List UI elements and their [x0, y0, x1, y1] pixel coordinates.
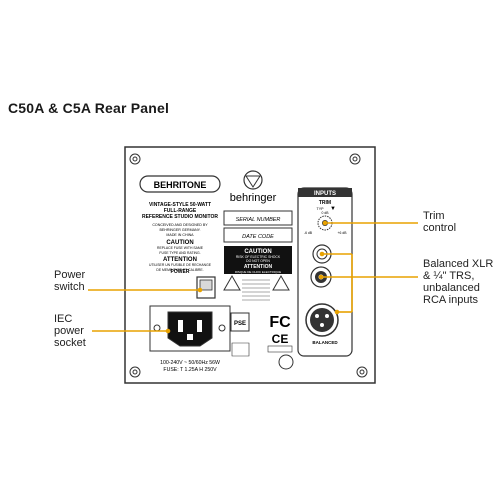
callout-lines: [88, 220, 418, 334]
xlr-pin: [315, 314, 319, 318]
attention-center-heading: ATTENTION: [244, 264, 273, 270]
logo-text: behringer: [230, 192, 277, 204]
inputs-label: INPUTS: [314, 191, 336, 197]
model-line-1: VINTAGE-STYLE 50-WATT: [149, 202, 211, 208]
caution-center-heading: CAUTION: [244, 249, 271, 255]
power-label: POWER: [171, 269, 190, 275]
power-callout-line-2: switch: [54, 281, 85, 293]
balanced-label: BALANCED: [312, 340, 338, 345]
trim-callout: Trim control: [423, 210, 456, 234]
model-line-3: REFERENCE STUDIO MONITOR: [142, 214, 218, 220]
brand-badge-text: BEHRITONE: [154, 180, 207, 190]
power-callout-line-1: Power: [54, 269, 86, 281]
trim-callout-line-1: Trim: [423, 210, 445, 222]
warning-icon: [223, 274, 241, 291]
iec-callout-line-3: socket: [54, 337, 86, 349]
iec-callout-line-2: power: [54, 325, 84, 337]
model-line-2: FULL-RANGE: [164, 208, 197, 214]
xlr-pin: [325, 314, 329, 318]
iec-pin: [187, 334, 193, 340]
attention-left-text-1: UTILISER UN FUSIBLE DE RECHANGE: [149, 263, 212, 267]
designed-line-3: MADE IN CHINA: [166, 233, 194, 237]
inputs-callout: Balanced XLR & ¼" TRS, unbalanced RCA in…: [423, 258, 493, 306]
xlr-pin: [320, 323, 324, 327]
iec-socket: [167, 311, 213, 347]
voltage-line: 100-240V ~ 50/60Hz 56W: [160, 360, 220, 366]
behringer-logo-icon: [243, 170, 263, 190]
caution-left-heading: CAUTION: [166, 240, 193, 246]
power-switch-rocker: [199, 279, 213, 291]
warning-icon: [272, 274, 290, 291]
fuse-line: FUSE: T 1.25A H 250V: [163, 367, 217, 373]
behringer-logo-mark: [245, 175, 261, 188]
xlr-input-body: [310, 308, 334, 332]
caution-left-text-2: FUSE TYPE AND RATING.: [159, 251, 200, 255]
pse-mark: [230, 312, 250, 332]
date-code-box: [223, 227, 293, 243]
inputs-callout-line-1: Balanced XLR: [423, 258, 494, 270]
brand-badge: [139, 175, 221, 193]
serial-number-box: [223, 210, 293, 226]
trim-callout-line-2: control: [423, 222, 457, 234]
iec-callout: IEC power socket: [54, 313, 86, 349]
attention-left-text-2: DE MEME TYPE ET CALIBRE.: [156, 268, 203, 272]
screw-icon: [218, 324, 226, 332]
iec-callout-line-1: IEC: [54, 313, 73, 325]
page-title: C50A & C5A Rear Panel: [8, 100, 170, 116]
trim-max: +6 dB: [338, 231, 348, 235]
serial-number-label: SERIAL NUMBER: [236, 217, 281, 223]
caution-center-text-2: DO NOT OPEN: [246, 259, 270, 263]
date-code-label: DATE CODE: [242, 234, 274, 240]
inputs-callout-line-3: unbalanced: [423, 282, 480, 294]
designed-line-1: CONCEIVED AND DESIGNED BY: [152, 223, 208, 227]
trim-marker-icon: ▼: [330, 206, 336, 212]
screw-icon: [129, 153, 368, 378]
caution-left-text-1: REPLACE FUSE WITH SAME: [157, 246, 204, 250]
attention-left-heading: ATTENTION: [163, 257, 197, 263]
fc-mark: FC: [269, 314, 291, 331]
pse-label: PSE: [234, 321, 246, 327]
trim-typ: TYP: [317, 207, 325, 211]
designed-line-2: BEHRINGER GERMANY.: [159, 228, 200, 232]
trim-label: TRIM: [319, 200, 331, 206]
iec-pin: [178, 320, 183, 332]
caution-center-text-1: RISK OF ELECTRIC SHOCK: [236, 255, 281, 259]
power-switch-callout: Power switch: [54, 269, 85, 293]
caution-center-box: [224, 246, 292, 274]
inputs-callout-line-4: RCA inputs: [423, 294, 479, 306]
warning-text-lines: [242, 279, 270, 301]
ce-japan-mark: [231, 342, 250, 357]
iec-pin: [197, 320, 202, 332]
inputs-callout-line-2: & ¼" TRS,: [423, 270, 475, 282]
trim-min: -6 dB: [304, 231, 313, 235]
cert-box: [267, 345, 293, 353]
ce-mark: CE: [272, 332, 289, 346]
trim-zero: 0 dB: [322, 211, 330, 215]
csa-mark: [278, 354, 294, 370]
attention-center-text-1: RISQUE DE CHOC ELECTRIQUE: [235, 270, 281, 274]
inputs-header: [298, 188, 352, 197]
